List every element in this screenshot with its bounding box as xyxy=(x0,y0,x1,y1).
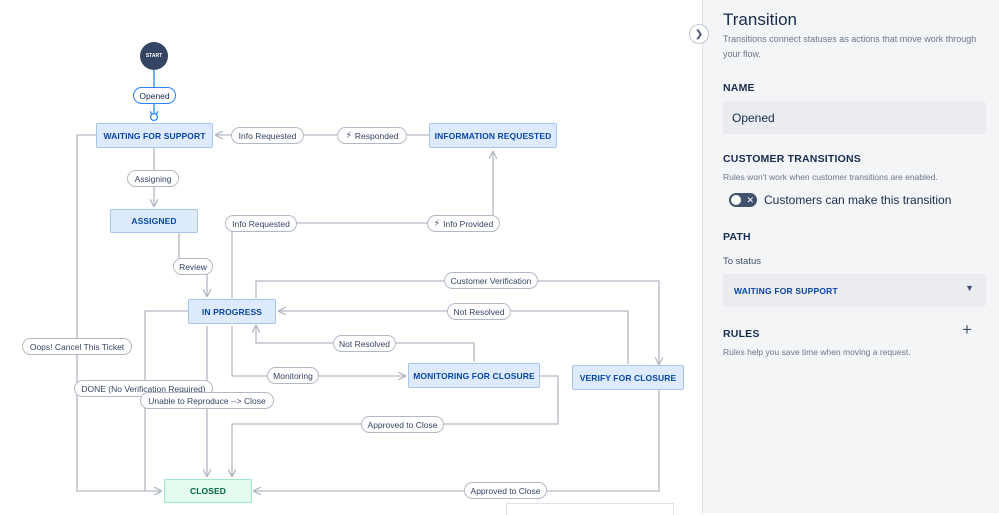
to-status-value: WAITING FOR SUPPORT xyxy=(734,285,838,296)
name-label: NAME xyxy=(723,82,755,94)
customer-transition-toggle[interactable]: ✕ xyxy=(729,193,757,207)
transition-approved-to-close[interactable]: Approved to Close xyxy=(361,416,444,433)
status-waiting-for-support[interactable]: WAITING FOR SUPPORT xyxy=(96,123,213,148)
status-assigned[interactable]: ASSIGNED xyxy=(110,209,198,233)
bolt-icon: ⚡︎ xyxy=(433,218,441,228)
collapse-panel-button[interactable]: ❯ xyxy=(689,24,709,44)
close-icon: ✕ xyxy=(746,195,754,205)
transition-info-provided-label: Info Provided xyxy=(443,218,494,229)
transition-info-provided[interactable]: ⚡︎Info Provided xyxy=(427,215,500,232)
transition-responded-label: Responded xyxy=(354,130,399,141)
start-node: START xyxy=(140,42,168,70)
transition-unable-to-reproduce[interactable]: Unable to Reproduce --> Close xyxy=(140,392,274,409)
status-information-requested[interactable]: INFORMATION REQUESTED xyxy=(429,123,557,148)
transition-responded[interactable]: ⚡︎Responded xyxy=(337,127,407,144)
rules-label: RULES xyxy=(723,328,760,340)
transition-oops-cancel[interactable]: Oops! Cancel This Ticket xyxy=(22,338,132,355)
plus-icon: + xyxy=(962,320,972,339)
transition-info-requested[interactable]: Info Requested xyxy=(231,127,304,144)
transition-opened[interactable]: Opened xyxy=(133,87,176,104)
to-status-select[interactable]: WAITING FOR SUPPORT ▼ xyxy=(723,274,986,307)
minimap-card xyxy=(506,503,674,515)
chevron-right-icon: ❯ xyxy=(694,28,704,40)
toggle-knob xyxy=(731,195,741,205)
status-in-progress[interactable]: IN PROGRESS xyxy=(188,299,276,324)
workflow-connectors xyxy=(76,70,700,513)
bolt-icon: ⚡︎ xyxy=(345,130,352,140)
customer-transitions-label: CUSTOMER TRANSITIONS xyxy=(723,153,861,165)
to-status-label: To status xyxy=(723,256,762,267)
customer-transitions-note: Rules won't work when customer transitio… xyxy=(723,172,938,182)
transition-customer-verification[interactable]: Customer Verification xyxy=(444,272,538,289)
chevron-down-icon: ▼ xyxy=(965,283,974,293)
transition-approved-to-close-2[interactable]: Approved to Close xyxy=(464,482,547,499)
panel-subtitle: Transitions connect statuses as actions … xyxy=(723,34,977,59)
path-label: PATH xyxy=(723,231,751,243)
transition-panel: Transition Transitions connect statuses … xyxy=(702,0,999,513)
panel-title: Transition xyxy=(723,10,798,29)
status-verify-for-closure[interactable]: VERIFY FOR CLOSURE xyxy=(572,365,684,390)
toggle-label: Customers can make this transition xyxy=(764,193,952,207)
transition-info-requested-2[interactable]: Info Requested xyxy=(225,215,297,232)
rules-note: Rules help you save time when moving a r… xyxy=(723,347,911,357)
add-rule-button[interactable]: + xyxy=(962,321,972,338)
status-monitoring-for-closure[interactable]: MONITORING FOR CLOSURE xyxy=(408,363,540,388)
name-input[interactable]: Opened xyxy=(723,101,986,134)
status-closed[interactable]: CLOSED xyxy=(164,479,252,503)
workflow-canvas[interactable]: START WAITING FOR SUPPORT INFORMATION RE… xyxy=(0,0,700,515)
transition-assigning[interactable]: Assigning xyxy=(127,170,179,187)
transition-review[interactable]: Review xyxy=(173,258,213,275)
transition-not-resolved[interactable]: Not Resolved xyxy=(447,303,511,320)
transition-monitoring[interactable]: Monitoring xyxy=(267,367,319,384)
transition-not-resolved-2[interactable]: Not Resolved xyxy=(333,335,396,352)
